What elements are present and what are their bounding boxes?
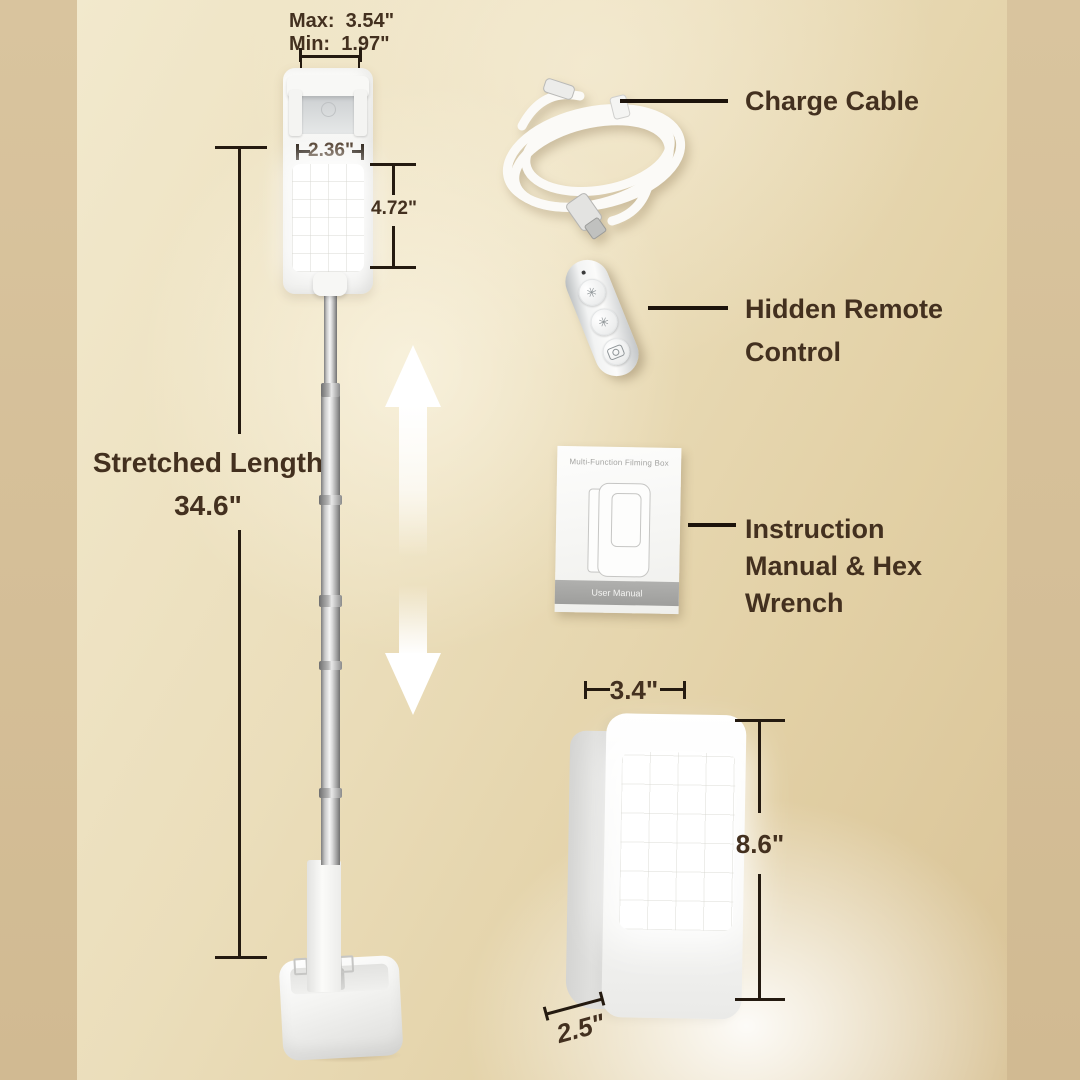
clamp-screw-mark	[321, 102, 336, 117]
pole-upper-section	[324, 280, 337, 392]
remote-label-line2: Control	[745, 337, 841, 367]
charge-cable-image	[502, 78, 686, 240]
lamp-base	[273, 947, 409, 1069]
box-depth-tick-right	[598, 991, 606, 1006]
manual-page-title: Multi-Function Filming Box	[569, 457, 669, 468]
clamp-min-label: Min: 1.97"	[289, 33, 390, 55]
box-height-line-upper	[758, 721, 761, 813]
pole-main-section	[321, 395, 340, 865]
box-led-panel	[618, 751, 736, 932]
phone-clamp-bar	[287, 76, 369, 98]
pole-joint-4	[319, 661, 342, 670]
head-led-panel	[292, 164, 364, 272]
manual-drawing-panel	[610, 492, 642, 548]
cable-plug-end	[543, 78, 575, 100]
head-hinge	[313, 272, 347, 296]
shutter-button	[598, 334, 634, 370]
stretch-dim-bar-top	[215, 146, 267, 149]
brightness-down-icon: ✳	[595, 313, 612, 332]
panel-height-line-upper	[392, 165, 395, 195]
box-height-label: 8.6"	[735, 829, 785, 859]
instruction-manual-image: Multi-Function Filming Box User Manual	[554, 445, 682, 615]
box-width-tick-right	[683, 681, 686, 699]
stretch-dim-bar-bottom	[215, 956, 267, 959]
manual-label-line1: Instruction	[745, 514, 885, 544]
box-width-label: 3.4"	[609, 675, 659, 705]
manual-footer-text: User Manual	[591, 587, 643, 599]
pole-joint-3	[319, 595, 342, 607]
camera-icon	[606, 343, 626, 361]
manual-connector-line	[688, 523, 736, 527]
arrow-shaft-lower	[399, 585, 427, 655]
stretched-length-label: Stretched Length	[92, 447, 324, 478]
panel-height-label: 4.72"	[371, 198, 417, 219]
panel-width-label: 2.36"	[308, 140, 354, 161]
panel-height-line-lower	[392, 226, 395, 268]
box-width-tick-left	[584, 681, 587, 699]
folded-box-image	[555, 704, 760, 1022]
clamp-dim-tick-left	[299, 48, 302, 62]
box-height-bar-top	[735, 719, 785, 722]
arrow-down-head	[385, 653, 441, 715]
pole-lower-holder	[307, 860, 341, 992]
base-clip-left	[293, 957, 309, 976]
panel-width-tick-right	[361, 144, 364, 160]
brightness-up-icon: ✳	[583, 283, 600, 302]
manual-label-line2: Manual & Hex	[745, 551, 923, 581]
clamp-max-label: Max: 3.54"	[289, 10, 395, 32]
remote-label-line1: Hidden Remote	[745, 294, 944, 324]
manual-label-line3: Wrench	[745, 588, 844, 618]
panel-width-line-left	[298, 150, 310, 153]
arrow-shaft-upper	[399, 405, 427, 557]
remote-led-dot	[581, 269, 587, 276]
cable-label: Charge Cable	[745, 86, 920, 116]
arrow-up-head	[385, 345, 441, 407]
panel-height-bar-top	[370, 163, 416, 166]
box-height-bar-bottom	[735, 998, 785, 1001]
pole-joint-1	[321, 383, 340, 397]
clamp-dim-line	[300, 55, 361, 58]
extend-arrow-icon	[385, 345, 441, 715]
brightness-up-button: ✳	[574, 274, 610, 311]
stretch-dim-line-upper	[238, 148, 241, 434]
usb-connector	[566, 193, 607, 240]
stretch-dim-line-lower	[238, 530, 241, 958]
box-width-line-right	[660, 688, 684, 691]
pole-joint-5	[319, 788, 342, 798]
box-height-line-lower	[758, 874, 761, 1000]
clamp-dim-tick-right	[359, 48, 362, 62]
panel-height-bar-bottom	[370, 266, 416, 269]
remote-connector-line	[648, 306, 728, 310]
box-width-line-left	[586, 688, 610, 691]
manual-footer-bar: User Manual	[554, 579, 680, 607]
cable-connector-line	[620, 99, 728, 103]
brightness-down-button: ✳	[586, 304, 622, 340]
base-clip-right	[339, 955, 355, 973]
panel-width-tick-left	[296, 144, 299, 160]
phone-clamp-jaw-right	[354, 90, 367, 136]
panel-width-line-right	[352, 150, 364, 153]
phone-clamp-jaw-left	[289, 90, 302, 136]
pole-joint-2	[319, 495, 342, 505]
stretched-length-value: 34.6"	[174, 490, 242, 521]
